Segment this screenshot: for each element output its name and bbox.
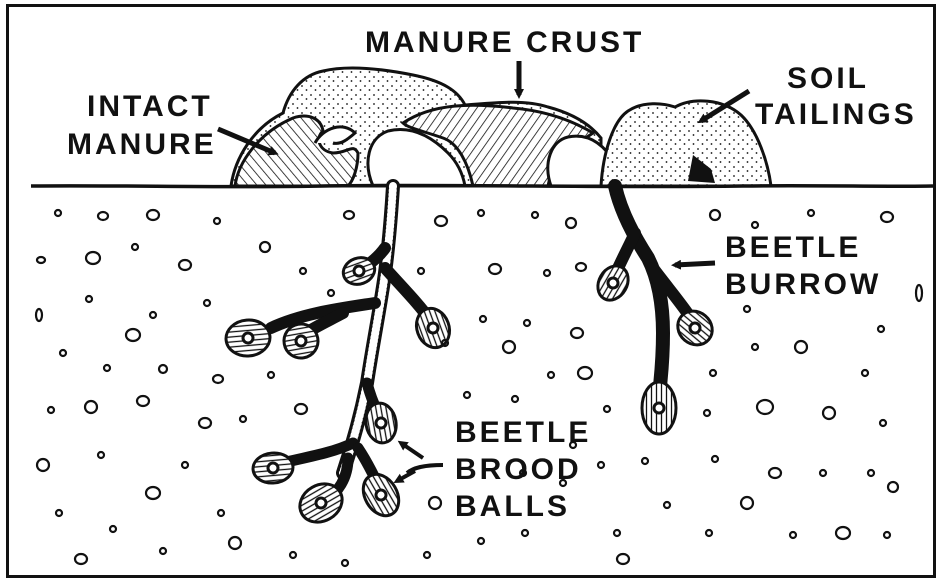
brood-ball [356,468,406,522]
brood-ball [642,382,676,434]
label-manure-crust: MANURE CRUST [365,27,644,58]
ground-line [31,185,933,186]
right-burrow-system [615,186,693,395]
label-brood-balls-line3: BALLS [455,491,570,522]
label-brood-balls-line2: BROOD [455,454,582,485]
label-intact-manure-line2: MANURE [67,129,217,160]
soil-tailings-mound [601,101,771,186]
label-soil-tailings-line2: TAILINGS [755,99,917,130]
brood-ball [592,260,634,305]
diagram-frame: MANURE CRUST INTACT MANURE SOIL TAILINGS… [6,4,936,578]
brood-balls [225,253,720,529]
brood-ball [252,451,294,484]
label-beetle-burrow-line1: BEETLE [725,232,861,263]
label-intact-manure-line1: INTACT [87,91,213,122]
label-beetle-burrow-line2: BURROW [725,269,881,300]
label-soil-tailings-line1: SOIL [787,63,869,94]
brood-ball [671,304,719,352]
brood-ball [225,318,272,358]
label-brood-balls-line1: BEETLE [455,417,591,448]
